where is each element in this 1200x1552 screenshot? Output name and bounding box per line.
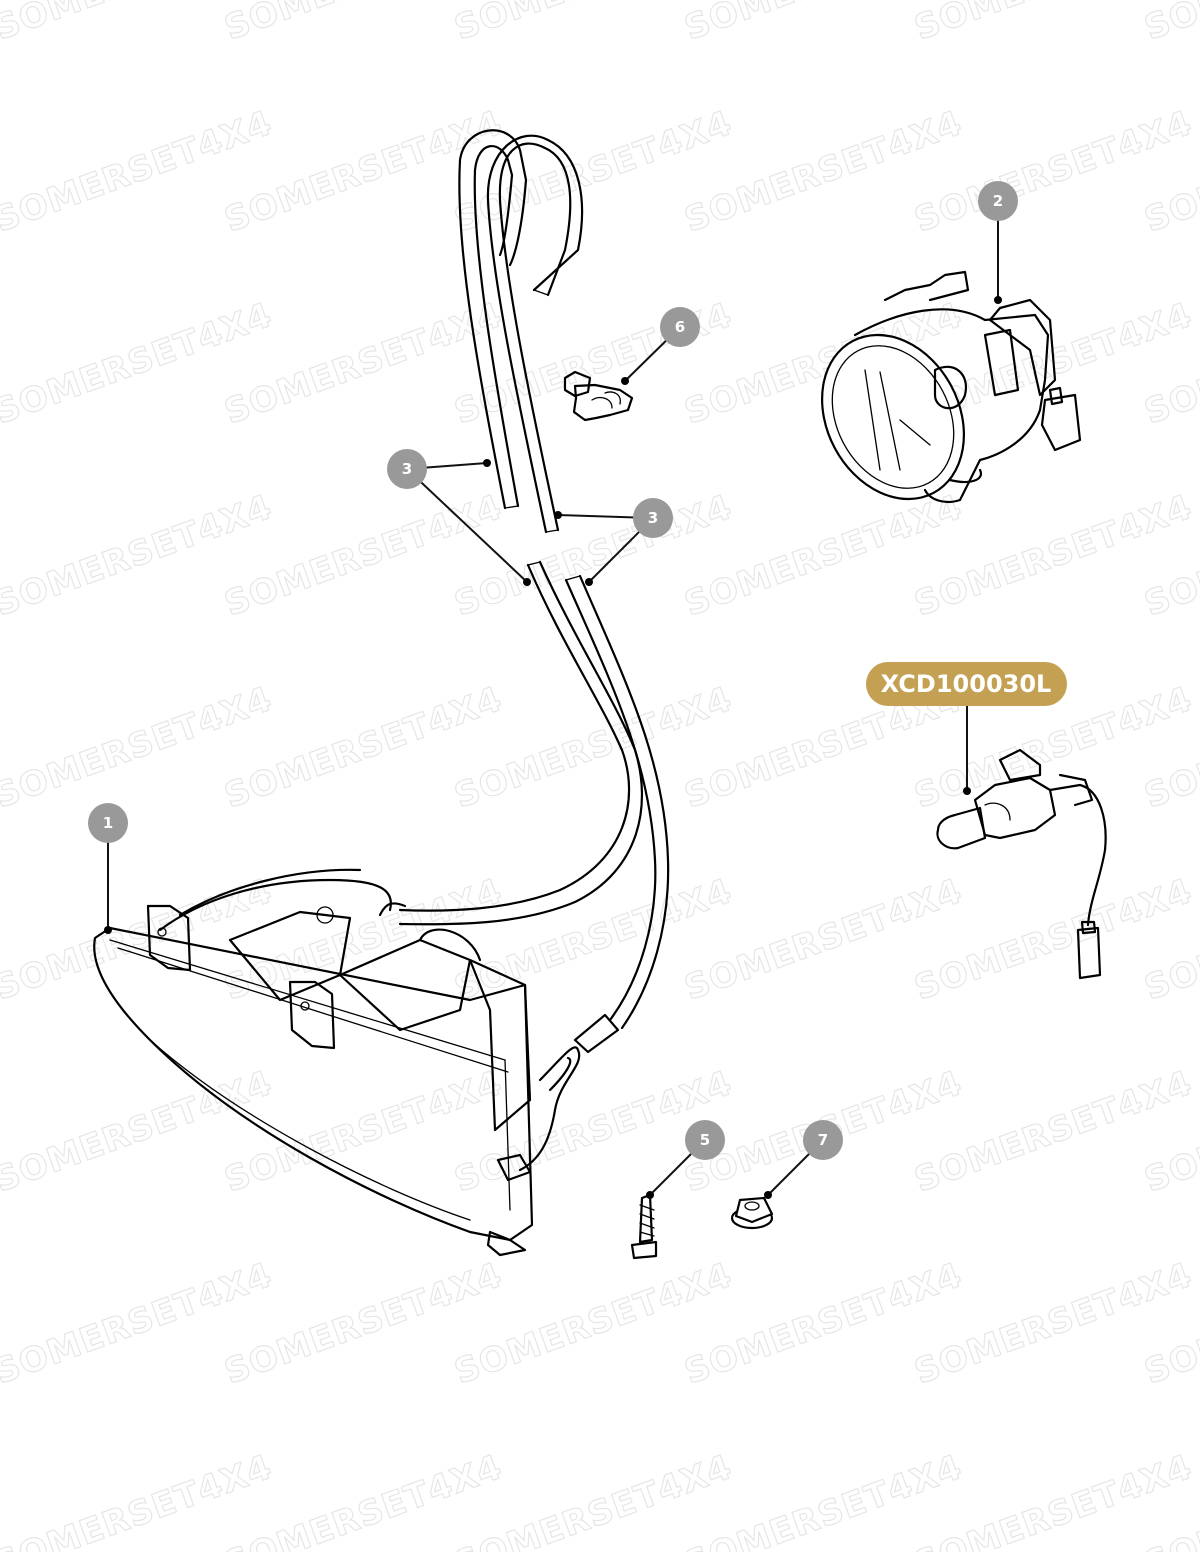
- part-3-upper-hoses[interactable]: [458, 129, 584, 534]
- callout-6[interactable]: 6: [660, 307, 700, 347]
- watermark-text: SOMERSET4X4: [0, 1447, 278, 1552]
- callout-2[interactable]: 2: [978, 181, 1018, 221]
- part-6-hose-clip[interactable]: [563, 370, 634, 422]
- part-number-pill[interactable]: XCD100030L: [866, 662, 1067, 706]
- callout-bubble: [978, 181, 1018, 221]
- callout-label: 6: [675, 318, 685, 336]
- callout-bubble: [633, 498, 673, 538]
- callout-label: 2: [993, 192, 1003, 210]
- callout-3a[interactable]: 3: [387, 449, 427, 489]
- part-2-fog-lamp[interactable]: [794, 270, 1082, 524]
- part-5-screw[interactable]: [630, 1193, 658, 1260]
- part-3-lower-hoses[interactable]: [378, 560, 670, 1054]
- callout-label: 1: [103, 814, 113, 832]
- callout-label: 5: [700, 1131, 710, 1149]
- callout-3b[interactable]: 3: [633, 498, 673, 538]
- callout-bubble: [88, 803, 128, 843]
- part-number-label: XCD100030L: [881, 670, 1052, 698]
- part-1-headlamp-assembly[interactable]: [93, 868, 581, 1257]
- part-number-pill-bg: [866, 662, 1067, 706]
- callout-label: 3: [402, 460, 412, 478]
- part-xcd100030l-bulb[interactable]: [936, 748, 1107, 980]
- callout-1[interactable]: 1: [88, 803, 128, 843]
- callout-bubble: [660, 307, 700, 347]
- callout-bubble: [685, 1120, 725, 1160]
- callout-bubble: [387, 449, 427, 489]
- watermark-text: SOMERSET4X4: [1139, 0, 1200, 48]
- anchor-dots: [104, 296, 1002, 1199]
- part-7-flange-nut[interactable]: [730, 1196, 774, 1230]
- callout-7[interactable]: 7: [803, 1120, 843, 1160]
- callout-bubble: [803, 1120, 843, 1160]
- callout-label: 3: [648, 509, 658, 527]
- callout-5[interactable]: 5: [685, 1120, 725, 1160]
- callout-label: 7: [818, 1131, 828, 1149]
